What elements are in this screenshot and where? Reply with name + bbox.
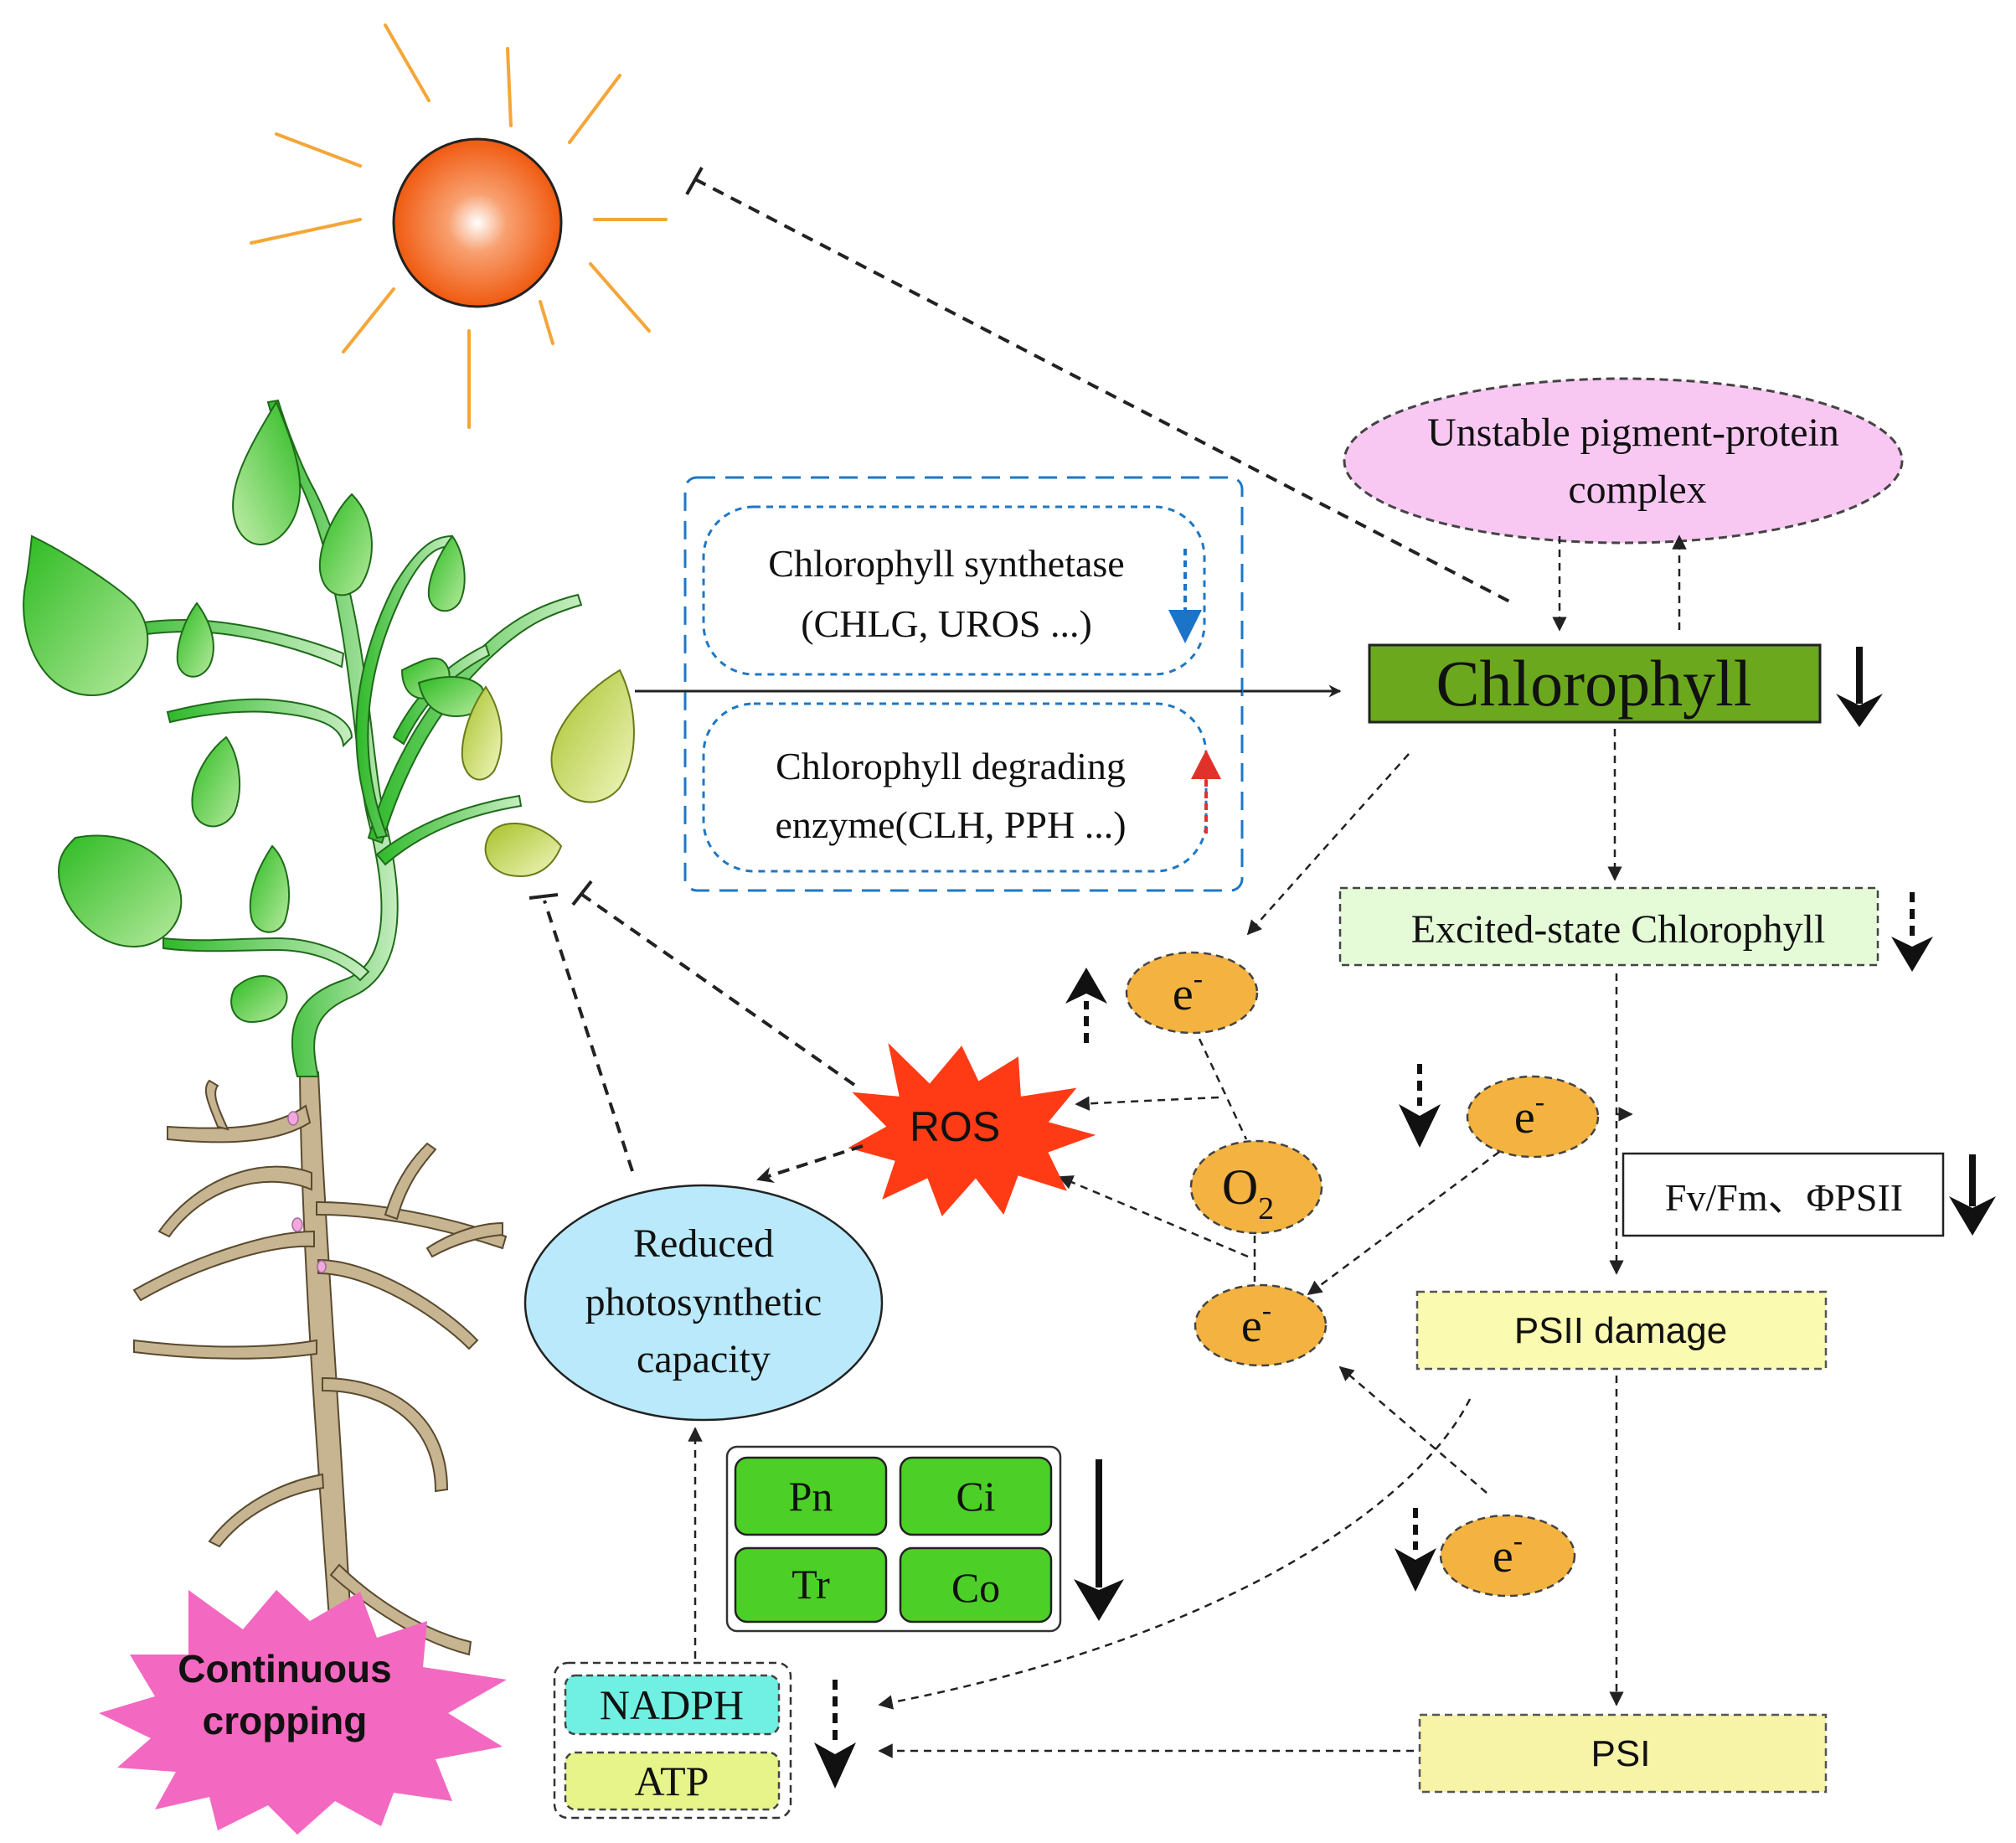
synthetase-label-line1: Chlorophyll synthetase [768,542,1124,585]
sun-inhibition-line [685,167,1517,607]
reduced-label-line1: Reduced [633,1221,774,1266]
up-arrow-icon [1191,750,1221,834]
co-label: Co [951,1564,1000,1611]
enzyme-regulation-box: Chlorophyll synthetase (CHLG, UROS ...) … [683,476,1244,892]
continuous-label-line2: cropping [203,1699,368,1742]
pigment-protein-complex: Unstable pigment-protein complex [1343,377,1904,545]
chlorophyll-box: Chlorophyll [1368,643,1822,724]
ci-label: Ci [956,1473,995,1520]
degrading-label-line1: Chlorophyll degrading [776,745,1126,787]
pigment-label-line2: complex [1568,467,1706,512]
down-arrow-icon [1891,892,1933,972]
energy-carriers-group: NADPH ATP [553,1661,792,1820]
electron-top: e- [1125,951,1259,1035]
synthetase-label-line2: (CHLG, UROS ...) [801,602,1092,645]
psii-label: PSII damage [1514,1310,1727,1351]
svg-text:O2: O2 [1222,1159,1274,1226]
svg-text:e-: e- [1173,963,1203,1020]
svg-text:e-: e- [1514,1087,1544,1143]
fvfm-box: Fv/Fm、ΦPSII [1622,1152,1945,1237]
down-arrow-icon [1395,1508,1436,1592]
continuous-cropping-burst: Continuous cropping [99,1590,507,1835]
degrading-label-line2: enzyme(CLH, PPH ...) [775,803,1126,846]
down-arrow-icon [1168,549,1202,643]
excited-chlorophyll-box: Excited-state Chlorophyll [1338,886,1879,967]
psi-box: PSI [1418,1713,1828,1794]
continuous-label-line1: Continuous [178,1647,392,1691]
electron-mid-right: e- [1466,1075,1600,1159]
atp-label: ATP [635,1758,709,1804]
down-arrow-icon [1949,1154,1996,1236]
ros-label: ROS [910,1103,1000,1150]
pigment-label-line1: Unstable pigment-protein [1427,410,1839,455]
root-icon [132,1071,508,1656]
down-arrow-icon [814,1680,856,1789]
nadph-label: NADPH [600,1681,744,1728]
psi-label: PSI [1591,1733,1651,1774]
chlorophyll-label: Chlorophyll [1436,647,1751,720]
excited-label: Excited-state Chlorophyll [1411,907,1826,952]
down-arrow-icon [1836,647,1883,727]
sun-icon [250,23,668,429]
oxygen-molecule: O2 [1189,1139,1323,1235]
psii-damage-box: PSII damage [1415,1290,1828,1371]
fvfm-label: Fv/Fm、ΦPSII [1665,1176,1903,1219]
svg-text:e-: e- [1241,1295,1271,1352]
up-arrow-icon [1065,968,1107,1043]
reduced-label-line3: capacity [637,1337,771,1381]
ros-burst: ROS [848,1042,1096,1216]
pn-label: Pn [789,1473,833,1520]
electron-center: e- [1194,1283,1328,1367]
svg-text:e-: e- [1493,1526,1523,1582]
reduced-label-line2: photosynthetic [585,1280,822,1324]
reduced-capacity-ellipse: Reduced photosynthetic capacity [523,1184,884,1422]
down-arrow-icon [1399,1064,1441,1148]
tr-label: Tr [791,1561,830,1608]
electron-bottom: e- [1439,1514,1576,1598]
down-arrow-icon [1074,1459,1124,1621]
plant-icon [23,399,635,1656]
gas-exchange-metrics: Pn Ci Tr Co [725,1445,1062,1633]
